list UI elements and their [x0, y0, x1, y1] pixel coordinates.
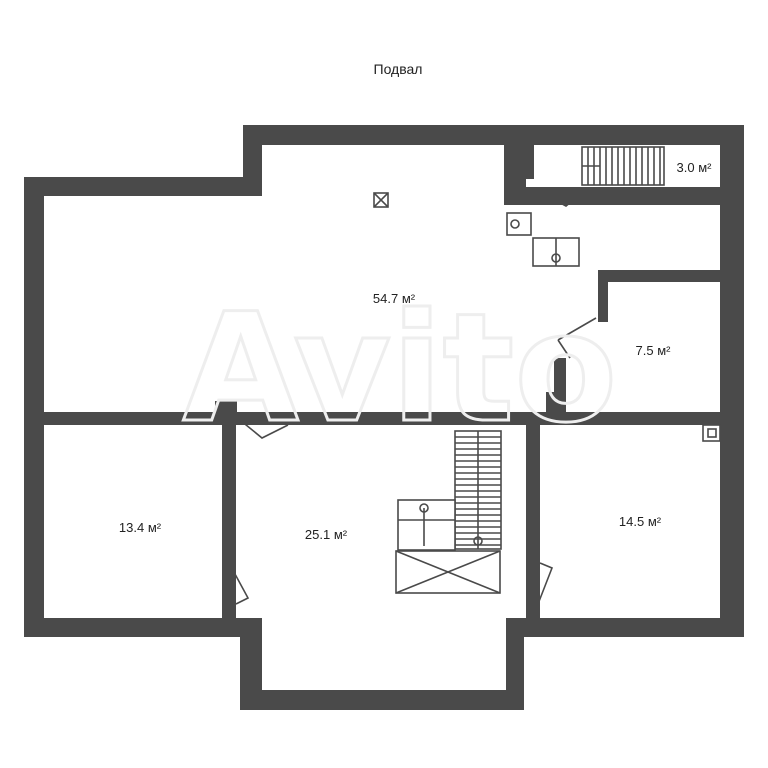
- room-area-left-room: 13.4 м²: [119, 520, 162, 535]
- room-area-hall: 25.1 м²: [305, 527, 348, 542]
- room-area-storage: 3.0 м²: [677, 160, 713, 175]
- plan-title: Подвал: [374, 61, 423, 77]
- room-area-main: 54.7 м²: [373, 291, 416, 306]
- stairs-upper: [581, 146, 665, 186]
- watermark: Avito: [183, 282, 618, 456]
- doors: [228, 189, 597, 605]
- shafts: [373, 192, 721, 594]
- stairs-main: [397, 430, 502, 551]
- room-area-small-room: 7.5 м²: [636, 343, 672, 358]
- room-labels: 54.7 м² 3.0 м² 7.5 м² 13.4 м² 25.1 м² 14…: [119, 160, 712, 542]
- interior-walls: [44, 145, 720, 618]
- room-area-right-room: 14.5 м²: [619, 514, 662, 529]
